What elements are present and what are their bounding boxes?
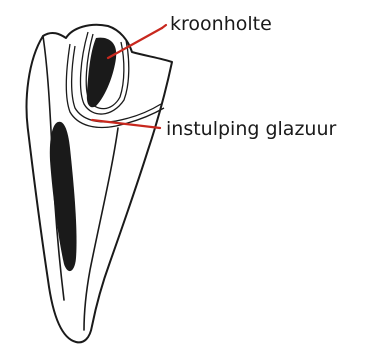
label-instulping-glazuur: instulping glazuur	[166, 118, 337, 140]
label-kroonholte: kroonholte	[170, 13, 272, 35]
leader-line-kroonholte-tick	[162, 25, 166, 28]
